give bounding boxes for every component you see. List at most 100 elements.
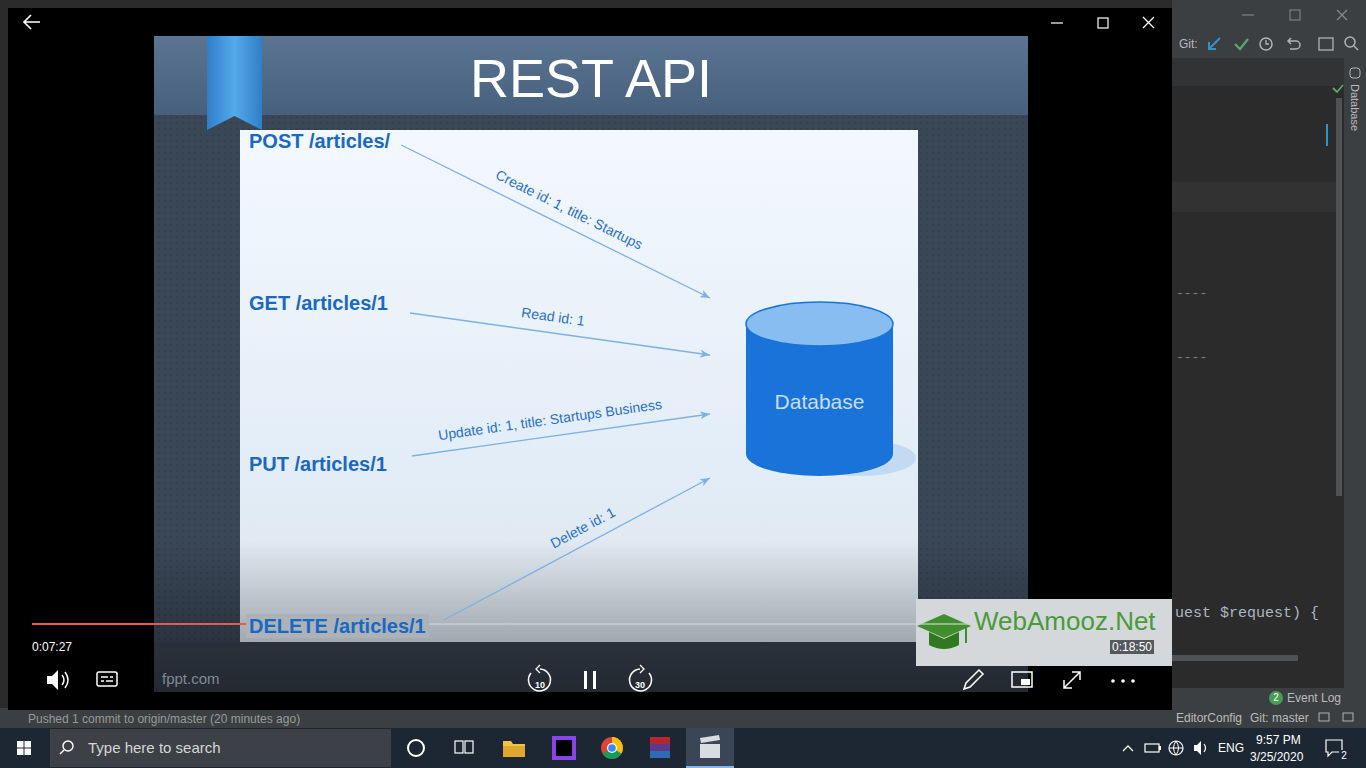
event-count: 2 [1273,692,1279,704]
taskbar [408,740,424,756]
ide-window [1326,124,1328,146]
ide-window [1288,38,1300,49]
logo-watermark: WebAmooz.Net [972,606,1158,637]
taskbar [700,735,720,743]
taskbar [650,737,670,744]
skip-forward-seconds: 30 [635,680,645,691]
ide-window [1172,30,1366,58]
endpoint-text: DELETE /articles/1 [249,614,426,638]
taskbar [1169,741,1183,755]
endpoint-text: GET /articles/1 [249,291,388,315]
taskbar [63,741,73,751]
database-label: Database [775,389,865,415]
taskbar [1145,744,1159,752]
operation-label: Read id: 1 [520,304,586,330]
time-total: 0:18:50 [1110,640,1154,654]
notification-count: 2 [1339,750,1349,762]
taskbar [17,749,24,756]
ide-window [1209,38,1220,49]
clock-time: 9:57 PM [1256,733,1301,747]
watermark-logo [965,628,967,643]
ide-window [1260,38,1272,50]
code-comment: ---- [1176,286,1207,302]
sidebar-tab: Database [1348,84,1361,131]
ide-window [1333,85,1343,92]
request-arrow [401,145,710,298]
player-controls [62,672,68,688]
watermark-logo [916,599,1172,666]
status-item: Git: master [1250,711,1309,725]
code-comment: ---- [1176,350,1207,366]
taskbar [465,741,473,753]
player-controls [1021,679,1030,685]
ide-window [1172,655,1298,661]
taskbar [50,729,391,767]
slide-background [154,36,1028,115]
endpoint-label: GET /articles/1 [249,291,388,315]
video-player-window [8,8,1172,710]
taskbar [1159,746,1161,750]
operation-label: Create id: 1, title: Startups [493,167,646,254]
watermark-logo [929,632,959,649]
taskbar [650,744,670,751]
taskbar [1123,746,1133,751]
ide-window [1172,0,1366,30]
skip-back-seconds: 10 [535,680,545,691]
player-controls [47,665,1135,691]
ide-window [1172,182,1336,212]
player-controls [584,671,587,689]
player-controls [1064,672,1080,688]
player-controls [101,677,113,681]
ide-window [0,708,1366,728]
taskbar [1204,744,1206,752]
taskbar [503,741,525,757]
player-controls [1131,679,1135,683]
taskbar [1169,741,1183,755]
ide-window [1242,15,1254,16]
video-player-window [1098,18,1108,28]
taskbar [700,744,720,758]
operation-label: Update id: 1, title: Startups Business [437,396,663,444]
taskbar [552,736,576,760]
cylinder-top [746,302,893,346]
slide-background [207,36,262,130]
endpoint-text: PUT /articles/1 [249,452,387,476]
ide-window [1269,691,1283,705]
taskbar [608,744,616,752]
taskbar [601,737,623,759]
taskbar [60,750,64,754]
ide-window [1172,58,1344,86]
video-player-window [1051,22,1063,23]
ide-window [1319,713,1329,721]
ide-window [1350,68,1360,78]
endpoint-text: POST /articles/ [249,129,390,153]
player-controls [593,671,596,689]
video-player-window [8,8,1172,710]
taskbar [650,751,670,758]
cylinder-outline [710,294,893,480]
video-player-window [1143,17,1154,28]
endpoint-label: POST /articles/ [249,129,390,153]
search-placeholder: Type here to search [88,739,221,757]
player-overlay [8,540,1172,710]
ide-window [1235,39,1248,49]
player-controls [1012,672,1032,687]
player-controls [640,665,644,673]
ide-window [1172,688,1366,708]
watermark-logo [916,599,1172,666]
taskbar [686,766,734,768]
database-cylinder: Database [710,294,893,480]
ide-window [1345,37,1355,47]
endpoint-label: DELETE /articles/1 [246,614,429,638]
taskbar [455,741,463,753]
player-controls [1111,679,1115,683]
ide-window [1319,38,1333,50]
player-controls [536,665,540,673]
player-controls [47,670,58,690]
player-controls [97,672,117,686]
